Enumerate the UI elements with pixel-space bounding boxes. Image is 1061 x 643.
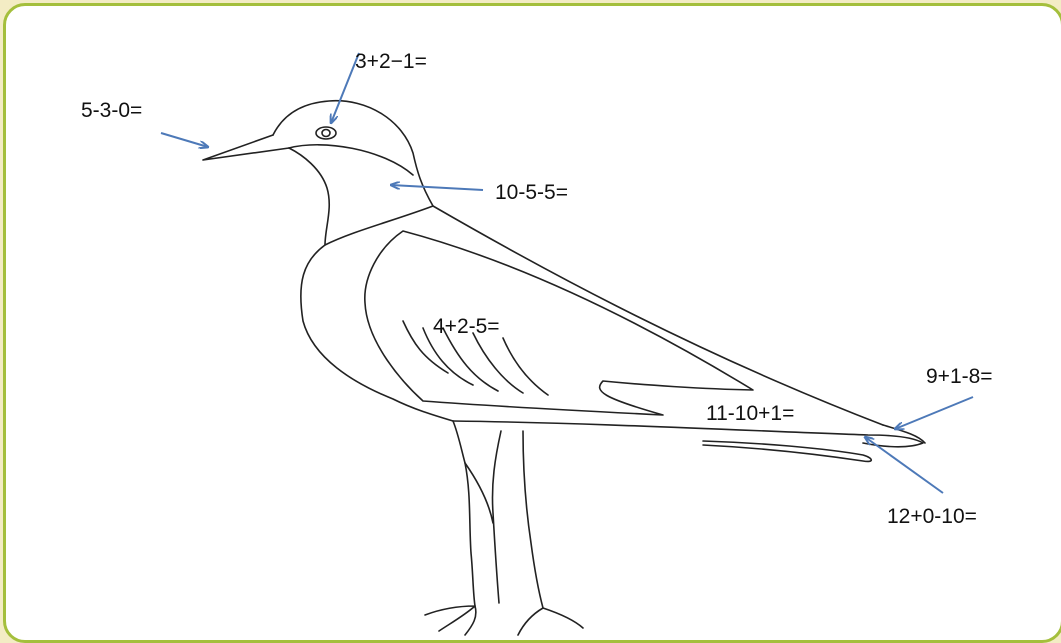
bird-wing-stripe [402,320,449,374]
label-eye: 3+2−1= [355,50,427,73]
bird-cap [288,143,414,176]
bird-leg [464,462,494,524]
label-wing: 4+2-5= [433,315,500,338]
bird-eye [315,126,337,140]
bird-leg [452,420,476,607]
bird-foot [517,607,584,636]
arrow-eye [331,52,360,123]
arrow-throat [391,185,484,191]
bird-wing [364,230,754,416]
arrow-tail-upper [895,396,974,429]
arrow-beak [160,132,208,147]
label-beak: 5-3-0= [81,99,143,122]
bird-wing-stripe [442,327,499,392]
label-tail-upper: 9+1-8= [926,365,993,388]
bird-leg [522,430,544,609]
bird-head-back [272,100,884,426]
bird-foot [424,605,477,636]
bird-drawing [160,52,974,636]
bird-wing-stripe [422,327,474,386]
bird-eye-pupil [321,128,331,138]
worksheet-frame: 5-3-0= 3+2−1= 10-5-5= 4+2-5= 11-10+1= 9+… [3,3,1061,643]
bird-beak [202,134,290,161]
bird-underside [452,420,924,448]
bird-tail [882,424,926,444]
arrow-tail-lower [865,437,944,494]
bird-tail [702,440,873,463]
bird-breast [300,244,454,422]
label-wing-tip: 11-10+1= [706,402,795,425]
label-throat: 10-5-5= [495,181,568,204]
bird-wing-stripe [472,332,524,394]
bird-face [288,147,434,246]
label-tail-lower: 12+0-10= [887,505,977,528]
bird-wing-stripe [502,337,549,396]
bird-leg [491,430,502,604]
